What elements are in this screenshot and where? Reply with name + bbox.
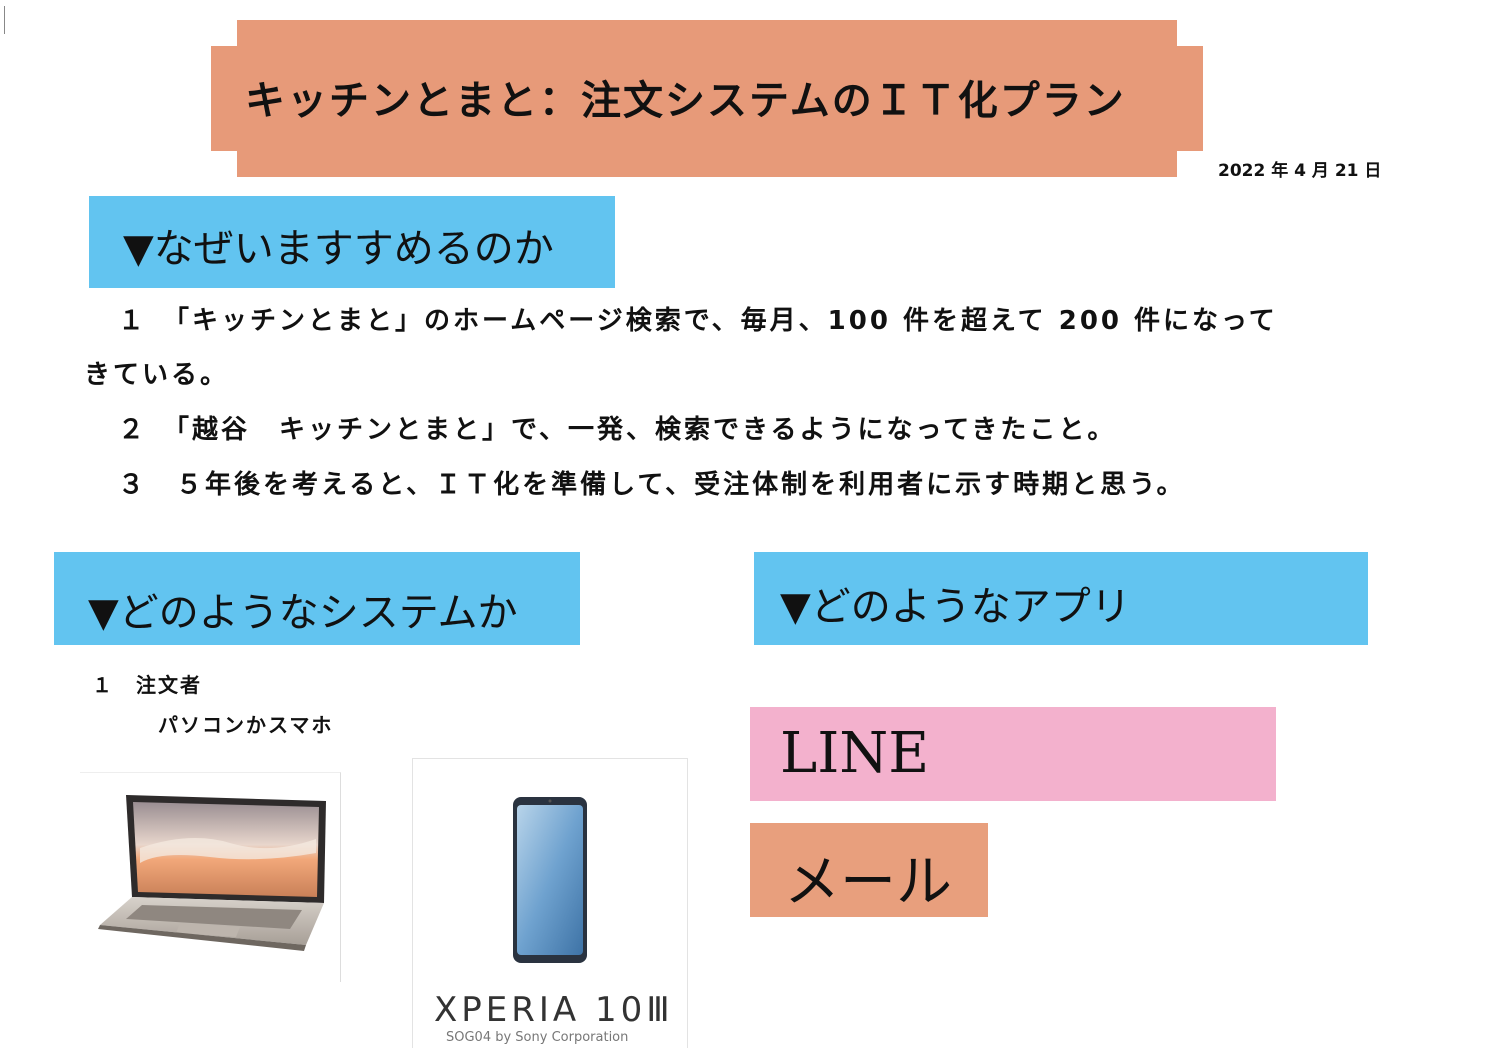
app-line-box: LINE [750,707,1276,801]
system-item-orderer: １ 注文者 [92,673,202,697]
page-title: キッチンとまと：注文システムのＩＴ化プラン [245,78,1126,124]
phone-model-label: SOG04 by Sony Corporation [446,1030,629,1045]
reason-1-line-2: きている。 [84,360,230,390]
reason-1-line-1: １ 「キッチンとまと」のホームページ検索で、毎月、100 件を超えて 200 件… [118,306,1278,336]
app-mail-box: メール [750,823,988,917]
section-heading-app: ▼どのようなアプリ [754,552,1368,645]
laptop-icon [98,795,326,951]
reason-3: ３ ５年後を考えると、ＩＴ化を準備して、受注体制を利用者に示す時期と思う。 [118,470,1186,500]
reason-2: ２ 「越谷 キッチンとまと」で、一発、検索できるようになってきたこと。 [118,415,1117,445]
page-edge-mark [4,6,5,34]
system-item-device: パソコンかスマホ [158,713,334,737]
laptop-image [80,772,341,982]
section-heading-why: ▼なぜいますすめるのか [89,196,615,288]
document-date: 2022 年 4 月 21 日 [1218,161,1382,181]
smartphone-image [412,758,688,1048]
phone-brand-label: XPERIA 10Ⅲ [434,990,674,1030]
smartphone-icon [513,797,587,963]
title-banner: キッチンとまと：注文システムのＩＴ化プラン [211,20,1203,177]
section-heading-system: ▼どのようなシステムか [54,552,580,645]
